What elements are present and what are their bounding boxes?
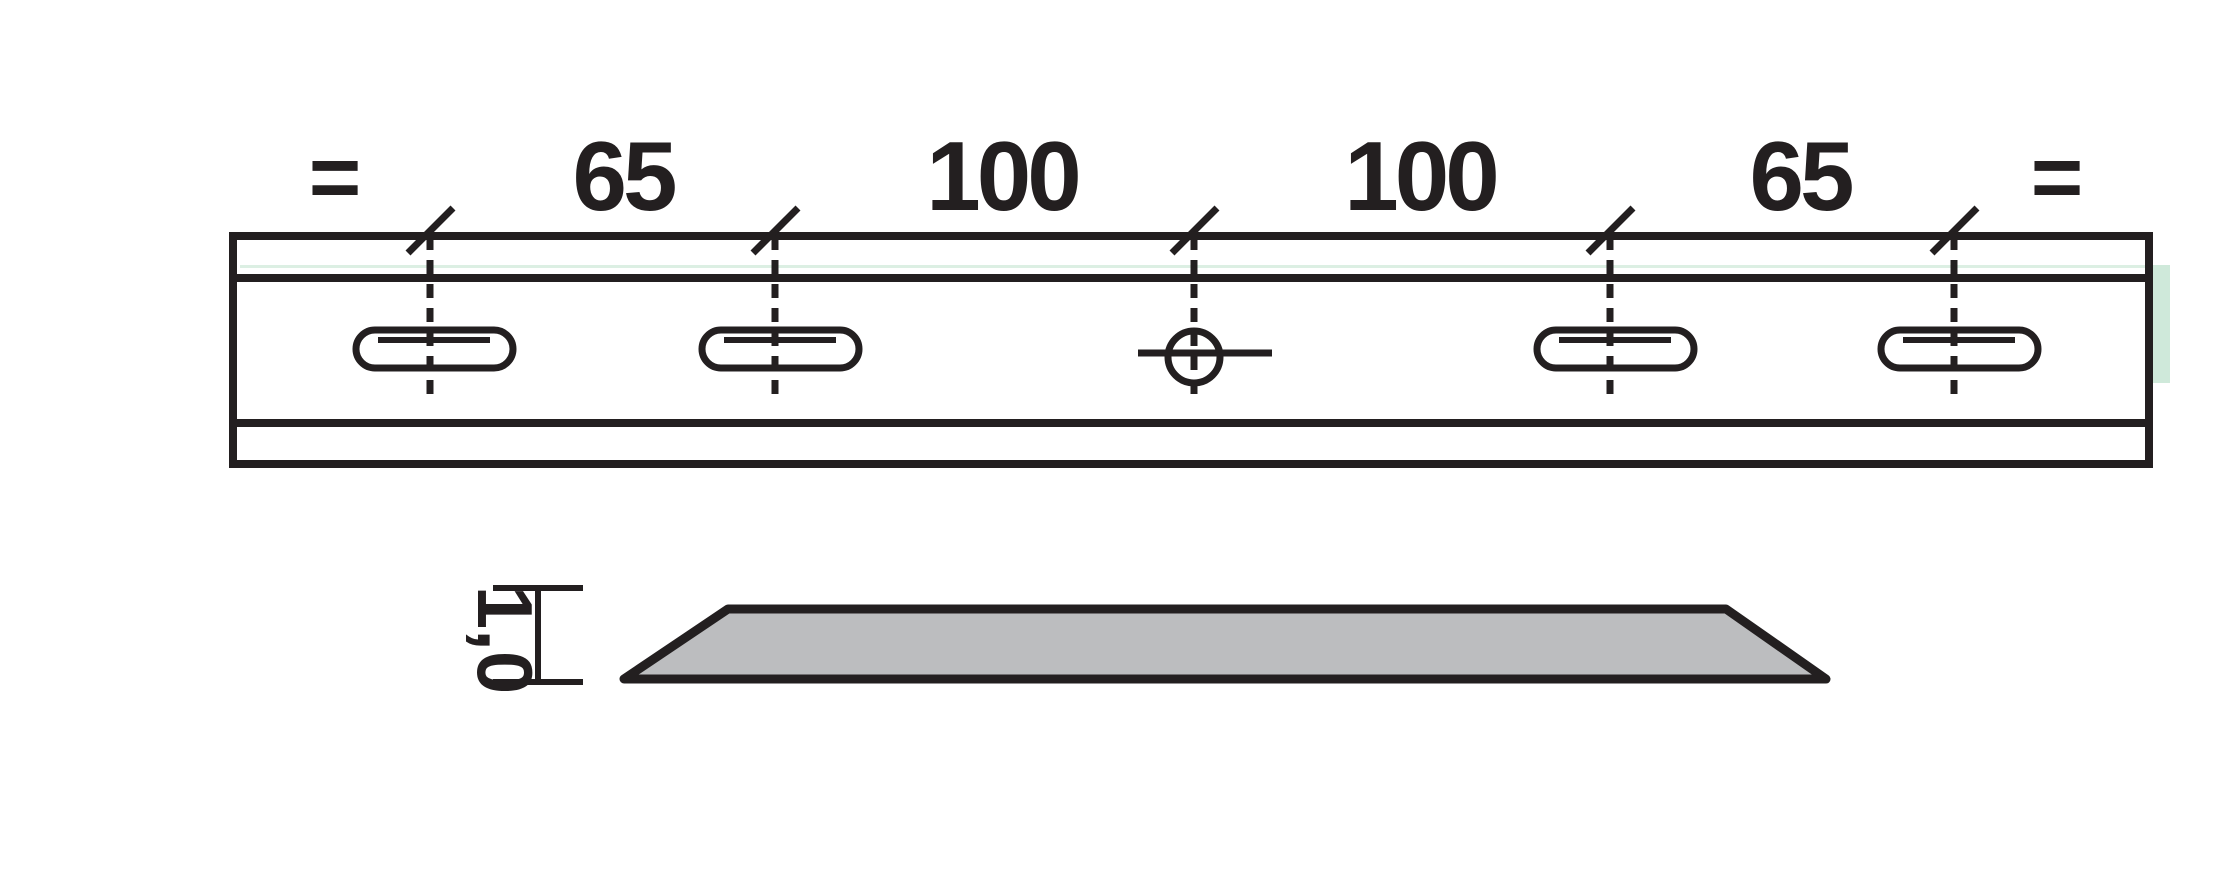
hole-3-center [1138,205,1272,400]
rail-profile [619,604,1831,684]
dim-spacing-1: 65 [572,121,675,231]
hole-1 [352,205,517,400]
thickness-label: 1,0 [461,586,549,694]
dim-spacing-2: 100 [926,121,1078,231]
dim-left-equal: = [309,128,362,228]
hole-2 [698,205,863,400]
dimension-labels: = 65 100 100 65 = [309,121,2084,231]
thickness-dimension: 1,0 [461,585,583,694]
dim-right-equal: = [2031,128,2084,228]
dim-spacing-3: 100 [1344,121,1496,231]
hole-4 [1533,205,1698,400]
dim-spacing-4: 65 [1749,121,1852,231]
rail-top-view [229,232,2153,468]
hole-5 [1877,205,2042,400]
accent-strip [2150,265,2170,383]
